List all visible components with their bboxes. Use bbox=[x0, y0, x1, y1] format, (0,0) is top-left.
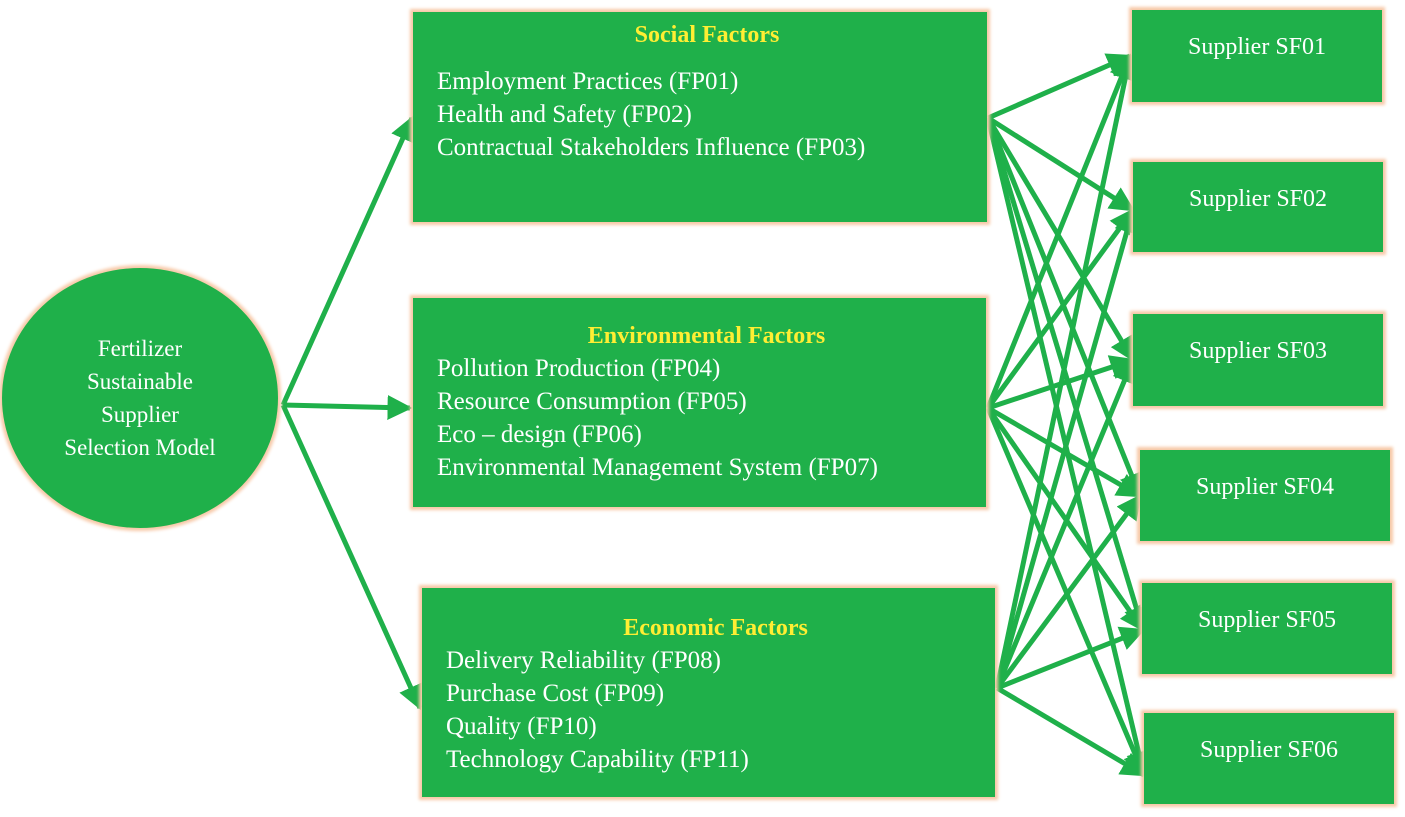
arrow-root-to-social bbox=[280, 115, 415, 407]
factor-item-fp08: Delivery Reliability (FP08) bbox=[446, 647, 721, 674]
supplier-label-sf03: Supplier SF03 bbox=[1188, 338, 1328, 364]
economic-factors-box: Economic Factors Delivery Reliability (F… bbox=[422, 588, 995, 797]
supplier-box-sf02: Supplier SF02 bbox=[1133, 162, 1383, 252]
arrow-economic-to-sf05 bbox=[996, 626, 1146, 691]
arrow-economic-to-sf03 bbox=[994, 357, 1136, 689]
supplier-box-sf05: Supplier SF05 bbox=[1142, 583, 1392, 674]
arrow-economic-to-sf01 bbox=[994, 53, 1138, 689]
factor-item-fp06: Eco – design (FP06) bbox=[437, 421, 642, 448]
factor-item-fp03: Contractual Stakeholders Influence (FP03… bbox=[437, 134, 866, 161]
factor-item-fp10: Quality (FP10) bbox=[446, 713, 597, 740]
arrow-economic-to-sf02 bbox=[994, 207, 1139, 689]
arrow-root-to-economic bbox=[280, 403, 423, 711]
root-node: Fertilizer Sustainable Supplier Selectio… bbox=[2, 268, 278, 528]
arrow-economic-to-sf04 bbox=[994, 493, 1143, 690]
factor-item-fp04: Pollution Production (FP04) bbox=[437, 355, 721, 382]
supplier-box-sf01: Supplier SF01 bbox=[1132, 10, 1382, 102]
environmental-factors-title: Environmental Factors bbox=[587, 323, 826, 349]
supplier-label-sf01: Supplier SF01 bbox=[1187, 34, 1327, 60]
arrow-environmental-to-sf02 bbox=[985, 207, 1136, 410]
arrow-social-to-sf01 bbox=[986, 53, 1133, 121]
social-factors-list: Employment Practices (FP01) Health and S… bbox=[437, 65, 977, 164]
factor-item-fp01: Employment Practices (FP01) bbox=[437, 68, 739, 95]
supplier-box-sf06: Supplier SF06 bbox=[1144, 713, 1394, 804]
arrow-social-to-sf02 bbox=[986, 115, 1136, 213]
social-factors-box: Social Factors Employment Practices (FP0… bbox=[413, 12, 987, 222]
arrow-economic-to-sf06 bbox=[995, 685, 1147, 778]
arrow-social-to-sf03 bbox=[985, 116, 1136, 363]
supplier-label-sf04: Supplier SF04 bbox=[1195, 474, 1335, 500]
factor-item-fp05: Resource Consumption (FP05) bbox=[437, 388, 747, 415]
arrow-root-to-environmental bbox=[282, 394, 413, 420]
supplier-label-sf06: Supplier SF06 bbox=[1199, 737, 1339, 763]
supplier-label-sf02: Supplier SF02 bbox=[1188, 186, 1328, 212]
factor-item-fp07: Environmental Management System (FP07) bbox=[437, 454, 878, 481]
root-label: Fertilizer Sustainable Supplier Selectio… bbox=[64, 336, 216, 460]
environmental-factors-box: Environmental Factors Pollution Producti… bbox=[413, 298, 986, 507]
factor-item-fp11: Technology Capability (FP11) bbox=[446, 746, 749, 773]
factor-item-fp02: Health and Safety (FP02) bbox=[437, 101, 692, 128]
economic-factors-list: Delivery Reliability (FP08) Purchase Cos… bbox=[446, 644, 985, 776]
arrow-environmental-to-sf01 bbox=[985, 53, 1134, 409]
supplier-box-sf03: Supplier SF03 bbox=[1133, 314, 1383, 406]
supplier-box-sf04: Supplier SF04 bbox=[1140, 450, 1390, 541]
supplier-label-sf05: Supplier SF05 bbox=[1197, 607, 1337, 633]
social-factors-title: Social Factors bbox=[634, 22, 780, 48]
factor-item-fp09: Purchase Cost (FP09) bbox=[446, 680, 665, 707]
environmental-factors-list: Pollution Production (FP04) Resource Con… bbox=[437, 352, 976, 484]
economic-factors-title: Economic Factors bbox=[623, 615, 808, 641]
